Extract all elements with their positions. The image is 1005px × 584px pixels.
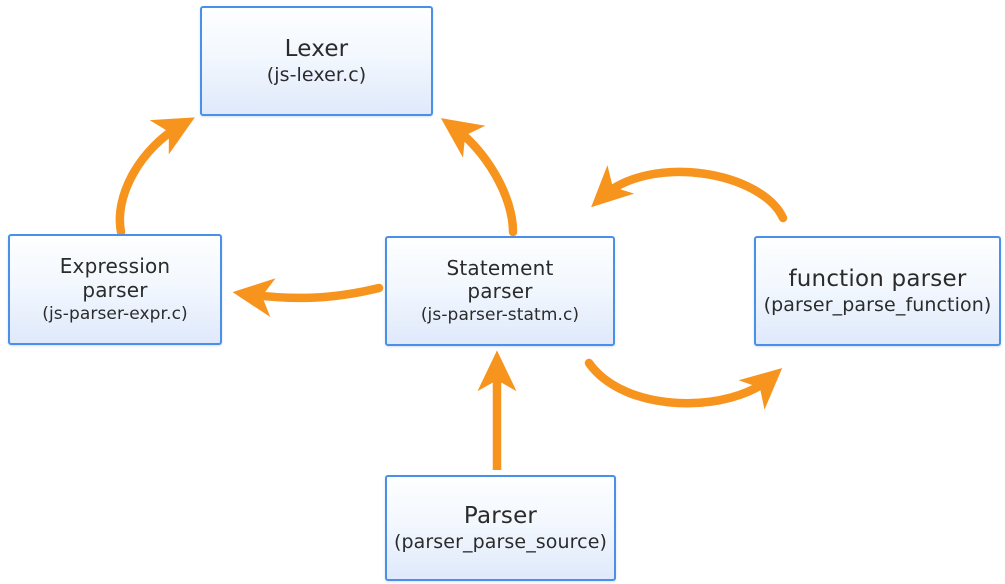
edge-statement-to-function — [584, 358, 783, 410]
node-expression-parser-subtitle: (js-parser-expr.c) — [42, 303, 188, 324]
node-function-parser-subtitle: (parser_parse_function) — [763, 293, 992, 316]
node-function-parser[interactable]: function parser (parser_parse_function) — [754, 236, 1001, 346]
node-lexer-title: Lexer — [284, 35, 349, 62]
node-function-parser-title: function parser — [788, 265, 967, 292]
node-parser-title: Parser — [463, 502, 538, 529]
node-lexer[interactable]: Lexer (js-lexer.c) — [200, 6, 433, 116]
node-parser[interactable]: Parser (parser_parse_source) — [385, 475, 616, 581]
edge-function-to-statement — [591, 165, 788, 223]
node-parser-subtitle: (parser_parse_source) — [393, 530, 608, 553]
node-lexer-subtitle: (js-lexer.c) — [266, 63, 367, 86]
edge-expression-to-lexer — [115, 117, 195, 237]
node-expression-parser[interactable]: Expression parser (js-parser-expr.c) — [8, 234, 222, 345]
node-statement-parser-subtitle: (js-parser-statm.c) — [420, 305, 580, 326]
node-statement-parser[interactable]: Statement parser (js-parser-statm.c) — [385, 236, 615, 346]
edge-statement-to-lexer — [440, 118, 518, 237]
node-expression-parser-title: Expression parser — [59, 254, 171, 302]
node-statement-parser-title: Statement parser — [446, 255, 554, 304]
edge-statement-to-expression — [232, 278, 384, 318]
